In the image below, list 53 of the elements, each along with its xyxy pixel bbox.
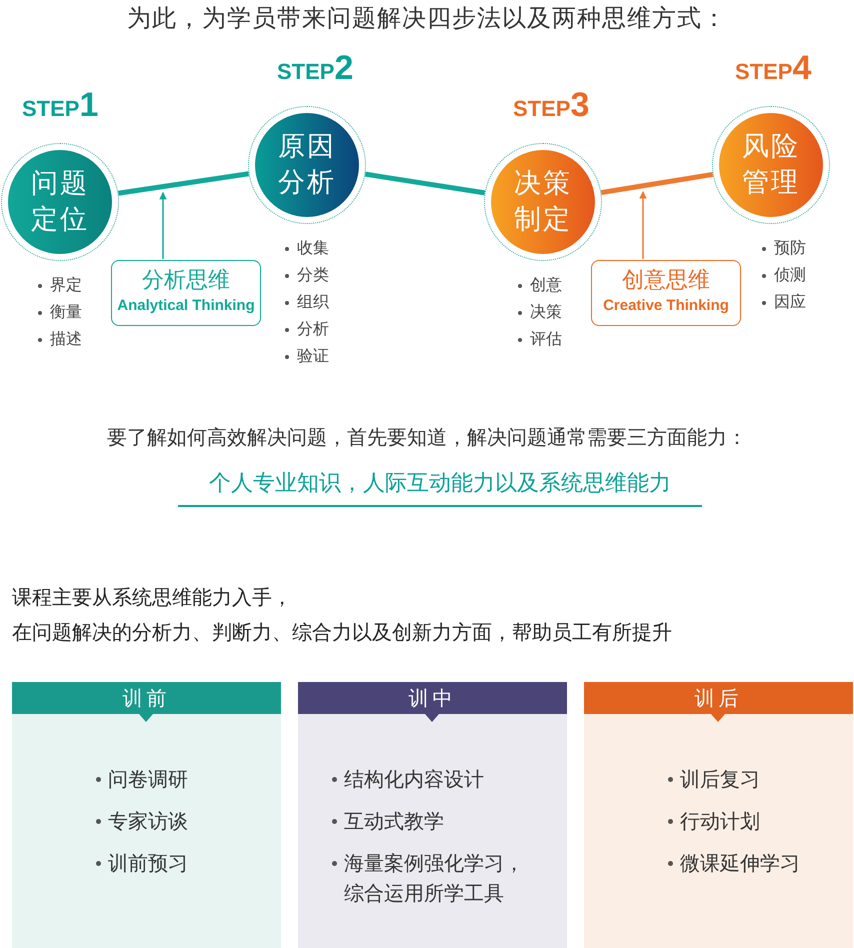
thinking-box bbox=[111, 260, 261, 326]
step-text: 决策制定 bbox=[513, 167, 573, 237]
step-label: STEP3 bbox=[513, 86, 590, 125]
bullet-item: 微课延伸学习 bbox=[680, 850, 801, 877]
panel bbox=[584, 682, 853, 948]
thinking-title: 分析思维 bbox=[141, 267, 231, 295]
bullet-item: 海量案例强化学习，综合运用所学工具 bbox=[344, 850, 525, 907]
bullet-item: 问卷调研 bbox=[108, 766, 189, 793]
bullet-item: 行动计划 bbox=[680, 808, 761, 835]
panel bbox=[12, 682, 281, 948]
bullet-item: 训后复习 bbox=[680, 766, 761, 793]
step-text: 原因分析 bbox=[277, 130, 337, 200]
text-line: 要了解如何高效解决问题，首先要知道，解决问题通常需要三方面能力： bbox=[106, 424, 748, 451]
bullet-item: 训前预习 bbox=[108, 850, 189, 877]
panel-header: 训前 bbox=[12, 682, 281, 714]
bullet-item: 结构化内容设计 bbox=[344, 766, 485, 793]
step-label: STEP1 bbox=[22, 86, 98, 125]
bullet-item: 组织 bbox=[297, 292, 329, 313]
thinking-box bbox=[591, 260, 741, 326]
step-text: 问题定位 bbox=[30, 167, 90, 237]
bullet-item: 收集 bbox=[297, 238, 329, 259]
panel-header: 训中 bbox=[298, 682, 567, 714]
title: 为此，为学员带来问题解决四步法以及两种思维方式： bbox=[126, 3, 728, 34]
thinking-subtitle: Creative Thinking bbox=[602, 296, 730, 316]
step-label: STEP4 bbox=[735, 49, 812, 88]
bullet-item: 验证 bbox=[297, 346, 329, 367]
bullet-item: 描述 bbox=[50, 329, 82, 350]
bullet-item: 预防 bbox=[774, 238, 806, 259]
text-line: 在问题解决的分析力、判断力、综合力以及创新力方面，帮助员工有所提升 bbox=[12, 619, 672, 646]
thinking-subtitle: Analytical Thinking bbox=[116, 296, 256, 316]
panel-header: 训后 bbox=[584, 682, 853, 714]
text-line: 个人专业知识，人际互动能力以及系统思维能力 bbox=[208, 470, 672, 498]
text-line: 课程主要从系统思维能力入手， bbox=[12, 584, 292, 611]
connector-line bbox=[364, 172, 486, 196]
step-text: 风险管理 bbox=[741, 130, 801, 200]
bullet-item: 分类 bbox=[297, 265, 329, 286]
arrow bbox=[639, 191, 647, 259]
bullet-item: 侦测 bbox=[774, 265, 806, 286]
bullet-item: 创意 bbox=[530, 275, 562, 296]
bullet-item: 分析 bbox=[297, 319, 329, 340]
bullet-item: 界定 bbox=[50, 275, 82, 296]
panel bbox=[298, 682, 567, 948]
bullet-item: 互动式教学 bbox=[344, 808, 445, 835]
bullet-item: 衡量 bbox=[50, 302, 82, 323]
connector-line bbox=[118, 171, 250, 196]
bullet-item: 专家访谈 bbox=[108, 808, 189, 835]
bullet-item: 评估 bbox=[530, 329, 562, 350]
arrow bbox=[159, 192, 167, 259]
thinking-title: 创意思维 bbox=[621, 267, 711, 295]
bullet-item: 因应 bbox=[774, 292, 806, 313]
step-label: STEP2 bbox=[277, 49, 354, 88]
bullet-item: 决策 bbox=[530, 302, 562, 323]
connector-line bbox=[600, 172, 714, 196]
